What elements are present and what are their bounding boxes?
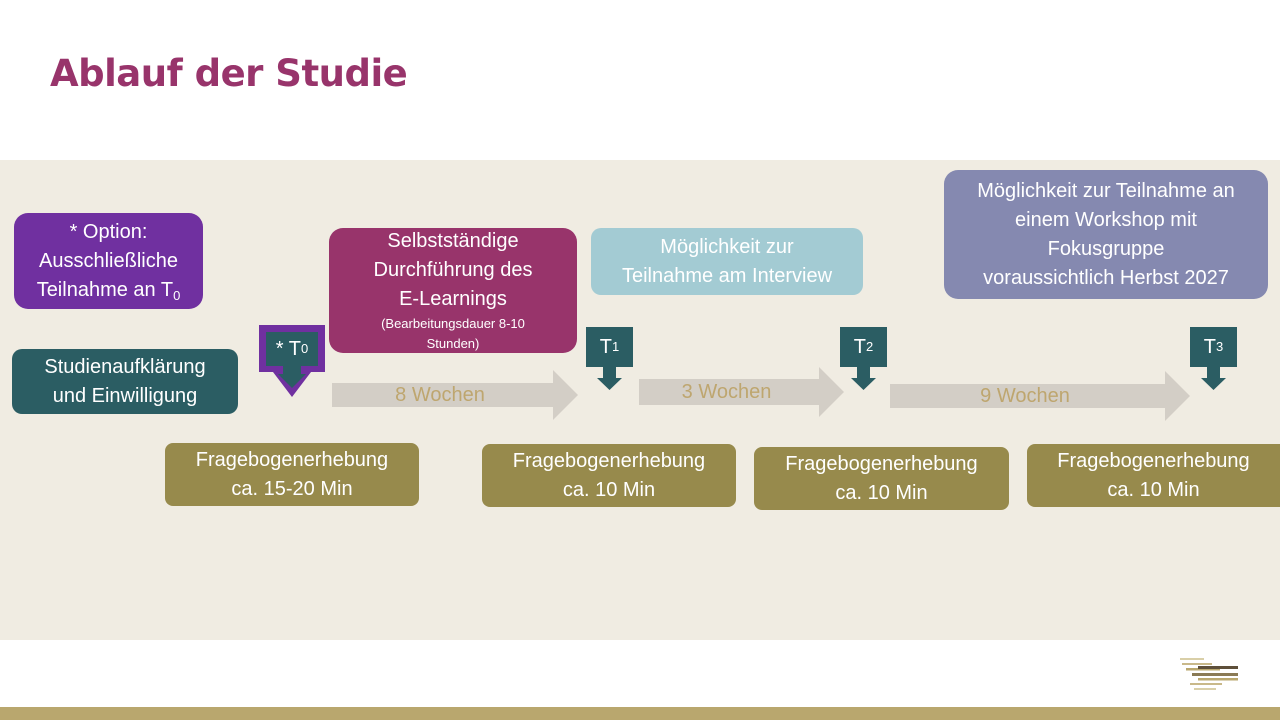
survey-t3-line-2: ca. 10 Min bbox=[1107, 478, 1200, 501]
arrow-9-weeks-shape bbox=[890, 371, 1190, 421]
t2-callout-shape bbox=[840, 327, 887, 390]
elearning-line-3: E-Learnings bbox=[399, 288, 507, 310]
t0-callout-shape bbox=[259, 325, 325, 397]
elearning-note-2: Stunden) bbox=[426, 336, 480, 351]
elearning-line-1: Selbstständige bbox=[387, 230, 519, 252]
footer-bar bbox=[0, 707, 1280, 720]
page-title: Ablauf der Studie bbox=[50, 52, 408, 95]
elearning-box: Selbstständige Durchführung des E-Learni… bbox=[329, 228, 577, 353]
consent-line-2: und Einwilligung bbox=[52, 384, 198, 407]
option-line-1: * Option: bbox=[69, 220, 148, 243]
elearning-line-2: Durchführung des bbox=[373, 259, 533, 281]
option-subscript: 0 bbox=[173, 287, 181, 303]
survey-box-t0: Fragebogenerhebung ca. 15-20 Min bbox=[165, 443, 419, 506]
option-line-2: Ausschließliche bbox=[39, 249, 178, 272]
survey-box-t3: Fragebogenerhebung ca. 10 Min bbox=[1027, 444, 1280, 507]
consent-line-1: Studienaufklärung bbox=[44, 355, 206, 378]
t3-label: T bbox=[1203, 335, 1216, 358]
arrow-3-weeks-shape bbox=[639, 367, 844, 417]
survey-t0-line-2: ca. 15-20 Min bbox=[231, 477, 353, 500]
interview-box: Möglichkeit zur Teilnahme am Interview bbox=[591, 228, 863, 295]
option-box: * Option: Ausschließliche Teilnahme an T… bbox=[14, 213, 203, 309]
option-line-3: Teilnahme an T bbox=[36, 278, 174, 301]
survey-t2-line-2: ca. 10 Min bbox=[835, 481, 928, 504]
survey-box-t1: Fragebogenerhebung ca. 10 Min bbox=[482, 444, 736, 507]
t1-callout-shape bbox=[586, 327, 633, 390]
workshop-line-1: Möglichkeit zur Teilnahme an bbox=[977, 179, 1235, 202]
interview-line-1: Möglichkeit zur bbox=[660, 235, 794, 258]
workshop-line-3: Fokusgruppe bbox=[1047, 237, 1165, 260]
arrow-8-weeks-label: 8 Wochen bbox=[395, 383, 485, 406]
institution-logo-icon bbox=[1180, 658, 1238, 690]
consent-box: Studienaufklärung und Einwilligung bbox=[12, 349, 238, 414]
survey-t2-line-1: Fragebogenerhebung bbox=[785, 452, 978, 475]
arrow-8-weeks: 8 Wochen bbox=[332, 370, 578, 420]
t3-callout-shape bbox=[1190, 327, 1237, 390]
arrow-8-weeks-shape bbox=[332, 370, 578, 420]
survey-t3-line-1: Fragebogenerhebung bbox=[1057, 449, 1250, 472]
t2-label: T bbox=[853, 335, 866, 358]
workshop-line-4: voraussichtlich Herbst 2027 bbox=[983, 266, 1229, 289]
survey-t1-line-2: ca. 10 Min bbox=[562, 478, 656, 501]
survey-t0-line-1: Fragebogenerhebung bbox=[195, 448, 389, 471]
survey-box-t2: Fragebogenerhebung ca. 10 Min bbox=[754, 447, 1009, 510]
arrow-3-weeks: 3 Wochen bbox=[639, 367, 844, 417]
workshop-line-2: einem Workshop mit bbox=[1015, 208, 1197, 231]
survey-t1-line-1: Fragebogenerhebung bbox=[512, 449, 706, 472]
workshop-box: Möglichkeit zur Teilnahme an einem Works… bbox=[944, 170, 1268, 299]
t1-label: T bbox=[599, 335, 612, 358]
arrow-3-weeks-label: 3 Wochen bbox=[681, 380, 772, 403]
interview-line-2: Teilnahme am Interview bbox=[621, 264, 833, 287]
t0-label: * T bbox=[275, 337, 301, 360]
elearning-note-1: (Bearbeitungsdauer 8-10 bbox=[381, 316, 525, 331]
arrow-9-weeks: 9 Wochen bbox=[890, 371, 1190, 421]
arrow-9-weeks-label: 9 Wochen bbox=[980, 384, 1070, 407]
